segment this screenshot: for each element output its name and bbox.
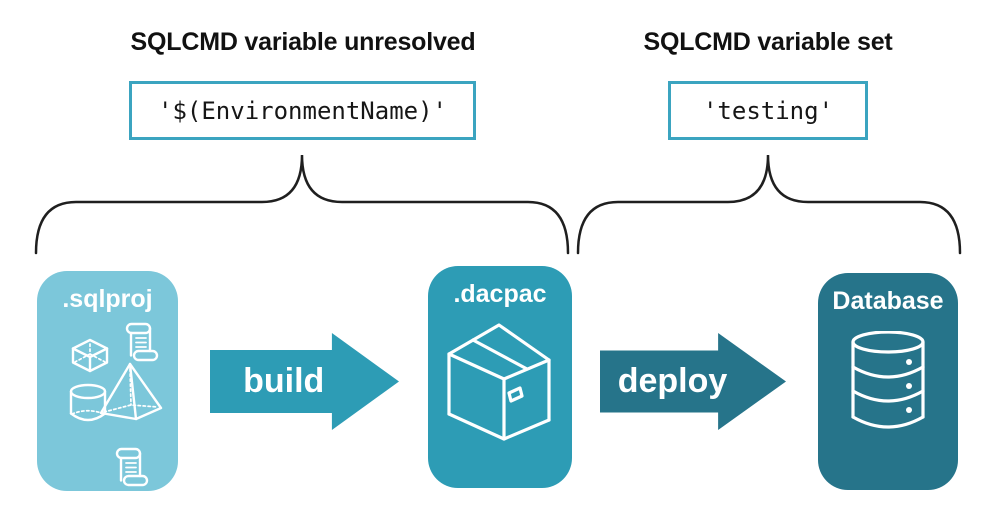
scroll-icon <box>115 447 149 487</box>
pyramid-icon <box>99 362 163 421</box>
database-cylinder-icon <box>851 331 925 429</box>
package-box-icon <box>447 323 551 441</box>
braces-graphic <box>34 154 962 255</box>
db-dot <box>906 407 912 413</box>
stage-label: Database <box>832 287 944 315</box>
deploy-arrow-label: deploy <box>617 362 728 400</box>
db-dot <box>906 383 912 389</box>
stage-sqlproj: .sqlproj <box>37 271 178 491</box>
stage-label: .dacpac <box>453 280 547 308</box>
brace-right <box>576 154 962 255</box>
code-box-testing: 'testing' <box>668 81 868 140</box>
db-dot <box>906 359 912 365</box>
code-box-environment-name: '$(EnvironmentName)' <box>129 81 476 140</box>
build-arrow: build <box>210 333 399 430</box>
stage-database: Database <box>818 273 958 490</box>
heading-sqlcmd-unresolved: SQLCMD variable unresolved <box>130 28 476 56</box>
code-value-set: 'testing' <box>702 96 834 125</box>
stage-dacpac: .dacpac <box>428 266 572 488</box>
code-value-unresolved: '$(EnvironmentName)' <box>158 96 447 125</box>
heading-sqlcmd-set: SQLCMD variable set <box>643 28 893 56</box>
cylinder-icon <box>69 383 107 422</box>
build-arrow-label: build <box>243 362 325 400</box>
sql-project-objects-icon <box>69 322 163 487</box>
brace-left <box>34 154 570 255</box>
deploy-arrow: deploy <box>600 333 786 430</box>
stage-label: .sqlproj <box>62 285 153 313</box>
cube-icon <box>71 338 109 373</box>
scroll-icon <box>125 322 159 362</box>
